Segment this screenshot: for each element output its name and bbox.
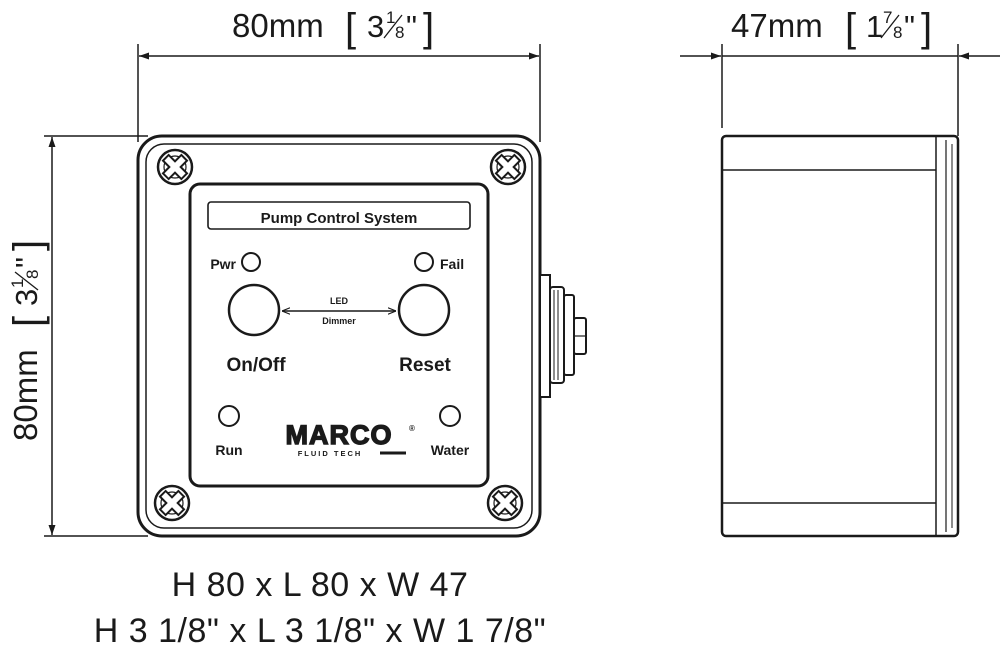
side-depth-inch-mark: "	[904, 9, 915, 44]
front-width-numerator: 1	[386, 8, 395, 27]
summary-imperial-line: H 3 1/8" x L 3 1/8" x W 1 7/8"	[93, 612, 547, 650]
side-depth-denominator: 8	[893, 23, 902, 42]
reset-label: Reset	[399, 355, 451, 376]
housing-inner-edge	[145, 143, 533, 529]
front-height-metric: 80mm	[7, 349, 44, 441]
screw-bottom-left-icon	[153, 484, 191, 522]
side-depth-bracket-close: ]	[921, 6, 932, 50]
fail-label: Fail	[440, 256, 464, 272]
front-height-inch-mark: "	[9, 257, 44, 268]
front-width-dimension: 80mm [ 3 1 8 " ]	[137, 6, 541, 142]
brand-registered-mark: ®	[409, 424, 415, 433]
pwr-led	[241, 252, 261, 272]
brand-text: MARCO	[286, 420, 393, 450]
reset-button[interactable]	[397, 283, 451, 337]
title-strip	[207, 201, 471, 230]
run-led	[218, 405, 240, 427]
brand-subtitle: FLUID TECH	[298, 449, 363, 458]
marco-logo: MARCO ® FLUID TECH	[285, 419, 415, 458]
front-height-numerator: 1	[8, 279, 27, 288]
side-depth-bracket-open: [	[845, 6, 856, 50]
led-label: LED	[330, 296, 349, 306]
water-led	[439, 405, 461, 427]
front-width-denominator: 8	[395, 23, 404, 42]
onoff-label: On/Off	[226, 355, 286, 376]
water-label: Water	[431, 442, 470, 458]
side-depth-dimension: 47mm [ 1 7 8 " ]	[680, 6, 1000, 136]
side-housing	[720, 134, 960, 538]
front-height-bracket-open: [	[6, 316, 50, 327]
fail-led	[414, 252, 434, 272]
run-label: Run	[215, 442, 242, 458]
summary-metric-line: H 80 x L 80 x W 47	[171, 566, 469, 604]
dimmer-label: Dimmer	[322, 316, 356, 326]
front-width-whole: 3	[367, 9, 384, 44]
front-height-whole: 3	[9, 289, 44, 306]
front-height-dimension: 80mm [ 3 1 8 " ]	[6, 135, 148, 537]
panel-title: Pump Control System	[261, 210, 418, 227]
side-view	[720, 134, 960, 538]
front-height-denominator: 8	[23, 270, 42, 279]
front-height-bracket-close: ]	[6, 240, 50, 251]
front-width-metric: 80mm	[232, 7, 324, 44]
label-plate	[188, 182, 490, 488]
cable-gland	[539, 274, 587, 398]
screw-top-left-icon	[156, 148, 194, 186]
front-width-inch-mark: "	[406, 9, 417, 44]
screw-bottom-right-icon	[486, 484, 524, 522]
pwr-label: Pwr	[210, 256, 236, 272]
side-depth-whole: 1	[866, 9, 883, 44]
side-depth-numerator: 7	[883, 8, 892, 27]
side-depth-metric: 47mm	[731, 7, 823, 44]
onoff-button[interactable]	[227, 283, 281, 337]
front-width-bracket-close: ]	[423, 6, 434, 50]
front-width-bracket-open: [	[345, 6, 356, 50]
screw-top-right-icon	[489, 148, 527, 186]
front-view: Pump Control System Pwr Fail LED Dimmer …	[136, 134, 587, 538]
